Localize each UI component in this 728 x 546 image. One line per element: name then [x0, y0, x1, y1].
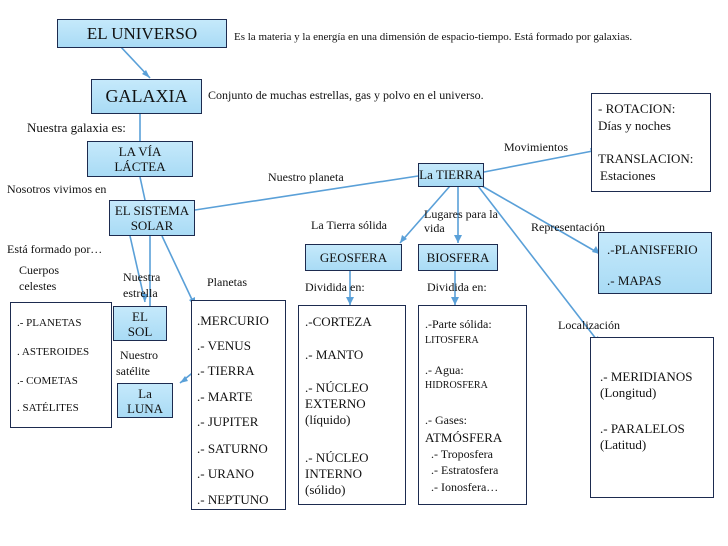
node-sistema-solar-line2: SOLAR	[130, 218, 174, 233]
label-movimientos: Movimientos	[504, 140, 569, 154]
parte-solida: .-Parte sólida:	[425, 317, 492, 331]
label-cuerpos-line1: Cuerpos	[19, 263, 59, 277]
planeta-item: .- MARTE	[197, 389, 253, 404]
node-el-universo: EL UNIVERSO	[57, 19, 227, 48]
label-universo-definicion: Es la materia y la energía en una dimens…	[234, 31, 633, 43]
mapas-item: .- MAPAS	[607, 273, 662, 288]
node-movimientos: - ROTACION: Días y noches TRANSLACION: E…	[591, 93, 711, 192]
capa-nucleo-interno-2: INTERNO	[305, 466, 363, 481]
node-sistema-solar-line1: EL SISTEMA	[114, 203, 190, 218]
node-geosfera: GEOSFERA	[305, 244, 402, 271]
cuerpo-item: . ASTEROIDES	[17, 346, 90, 358]
node-cuerpos-celestes: .- PLANETAS . ASTEROIDES .- COMETAS . SA…	[10, 302, 112, 428]
planeta-item: .- SATURNO	[197, 441, 268, 456]
node-el-universo-label: EL UNIVERSO	[86, 23, 198, 43]
label-localizacion: Localización	[558, 318, 620, 332]
parte-troposfera: .- Troposfera	[431, 447, 493, 461]
label-nuestra-galaxia: Nuestra galaxia es:	[27, 120, 126, 135]
label-cuerpos-celestes: Cuerpos celestes	[19, 262, 59, 294]
parte-agua: .- Agua:	[425, 363, 464, 377]
parte-ionosfera: .- Ionosfera…	[431, 480, 499, 494]
cuerpo-item: .- COMETAS	[17, 375, 78, 387]
node-via-lactea-line2: LÁCTEA	[114, 159, 166, 174]
node-planisferio-mapas: .-PLANISFERIO .- MAPAS	[598, 232, 712, 294]
node-coordenadas: .- MERIDIANOS (Longitud) .- PARALELOS (L…	[590, 337, 714, 498]
node-la-luna-line2: LUNA	[126, 400, 164, 416]
parte-estratosfera: .- Estratosfera	[431, 463, 499, 477]
coord-longitud: (Longitud)	[600, 385, 657, 400]
label-planetas: Planetas	[207, 275, 247, 289]
coord-latitud: (Latitud)	[600, 437, 647, 452]
label-nuestro-satelite: Nuestro satélite	[116, 347, 158, 379]
coord-meridianos: .- MERIDIANOS	[600, 369, 693, 384]
capa-nucleo-interno-3: (sólido)	[305, 482, 346, 497]
planisferio-item: .-PLANISFERIO	[607, 242, 698, 257]
node-partes-biosfera: .-Parte sólida: LITOSFERA .- Agua: HIDRO…	[418, 305, 527, 505]
node-capas-geosfera: .-CORTEZA .- MANTO .- NÚCLEO EXTERNO (lí…	[298, 305, 406, 505]
label-nosotros-vivimos: Nosotros vivimos en	[7, 182, 107, 196]
label-formado-por: Está formado por…	[7, 242, 103, 256]
label-dividida-geosfera: Dividida en:	[305, 280, 365, 294]
node-el-sol: EL SOL	[113, 306, 167, 341]
movimientos-translacion: TRANSLACION:	[598, 151, 694, 166]
node-biosfera-label: BIOSFERA	[426, 249, 490, 265]
node-planetas: .MERCURIO .- VENUS .- TIERRA .- MARTE .-…	[191, 300, 286, 510]
label-lugares-line1: Lugares para la	[424, 207, 498, 221]
cuerpo-item: . SATÉLITES	[17, 402, 79, 414]
node-geosfera-label: GEOSFERA	[319, 249, 388, 265]
planeta-item: .- URANO	[197, 466, 255, 481]
parte-litosfera: LITOSFERA	[425, 335, 479, 346]
capa-nucleo-interno: .- NÚCLEO	[305, 450, 369, 465]
capa-manto: .- MANTO	[305, 347, 364, 362]
cuerpo-item: .- PLANETAS	[17, 317, 82, 329]
capa-nucleo-externo: .- NÚCLEO	[305, 380, 369, 395]
node-galaxia-label: GALAXIA	[105, 86, 188, 106]
capa-nucleo-externo-3: (líquido)	[305, 412, 351, 427]
label-dividida-biosfera: Dividida en:	[427, 280, 487, 294]
parte-gases: .- Gases:	[425, 413, 467, 427]
capa-nucleo-externo-2: EXTERNO	[305, 396, 366, 411]
movimientos-dias-noches: Días y noches	[598, 118, 671, 133]
label-nuestra-estrella: Nuestra estrella	[123, 269, 160, 301]
label-estrella-line1: Nuestra	[123, 270, 161, 284]
node-galaxia: GALAXIA	[91, 79, 202, 114]
node-la-tierra: La TIERRA	[418, 163, 484, 187]
node-el-sol-line1: EL	[132, 308, 148, 324]
node-la-tierra-label: La TIERRA	[419, 167, 483, 182]
node-la-luna: La LUNA	[117, 383, 173, 418]
coord-paralelos: .- PARALELOS	[600, 421, 685, 436]
capa-corteza: .-CORTEZA	[305, 314, 372, 329]
movimientos-rotacion: - ROTACION:	[598, 101, 676, 116]
label-lugares-vida: Lugares para la vida	[424, 207, 498, 235]
label-cuerpos-line2: celestes	[19, 279, 57, 293]
planeta-item: .MERCURIO	[197, 313, 269, 328]
label-galaxia-definicion: Conjunto de muchas estrellas, gas y polv…	[208, 88, 484, 102]
label-lugares-line2: vida	[424, 221, 445, 235]
label-nuestro-planeta: Nuestro planeta	[268, 170, 344, 184]
label-estrella-line2: estrella	[123, 286, 158, 300]
node-sistema-solar: EL SISTEMA SOLAR	[109, 200, 195, 236]
node-via-lactea-line1: LA VÍA	[118, 144, 162, 159]
node-biosfera: BIOSFERA	[418, 244, 498, 271]
movimientos-estaciones: Estaciones	[600, 168, 656, 183]
parte-atmosfera: ATMÓSFERA	[425, 430, 503, 445]
planeta-item: .- JUPITER	[197, 414, 259, 429]
label-representacion: Representación	[531, 220, 605, 234]
label-satelite-line1: Nuestro	[120, 348, 158, 362]
planeta-item: .- TIERRA	[197, 363, 255, 378]
node-la-luna-line1: La	[138, 385, 152, 401]
label-satelite-line2: satélite	[116, 364, 150, 378]
label-tierra-solida: La Tierra sólida	[311, 218, 387, 232]
planeta-item: .- NEPTUNO	[197, 492, 269, 507]
parte-hidrosfera: HIDROSFERA	[425, 380, 488, 391]
node-via-lactea: LA VÍA LÁCTEA	[87, 141, 193, 177]
planeta-item: .- VENUS	[197, 338, 251, 353]
node-el-sol-line2: SOL	[127, 323, 153, 339]
